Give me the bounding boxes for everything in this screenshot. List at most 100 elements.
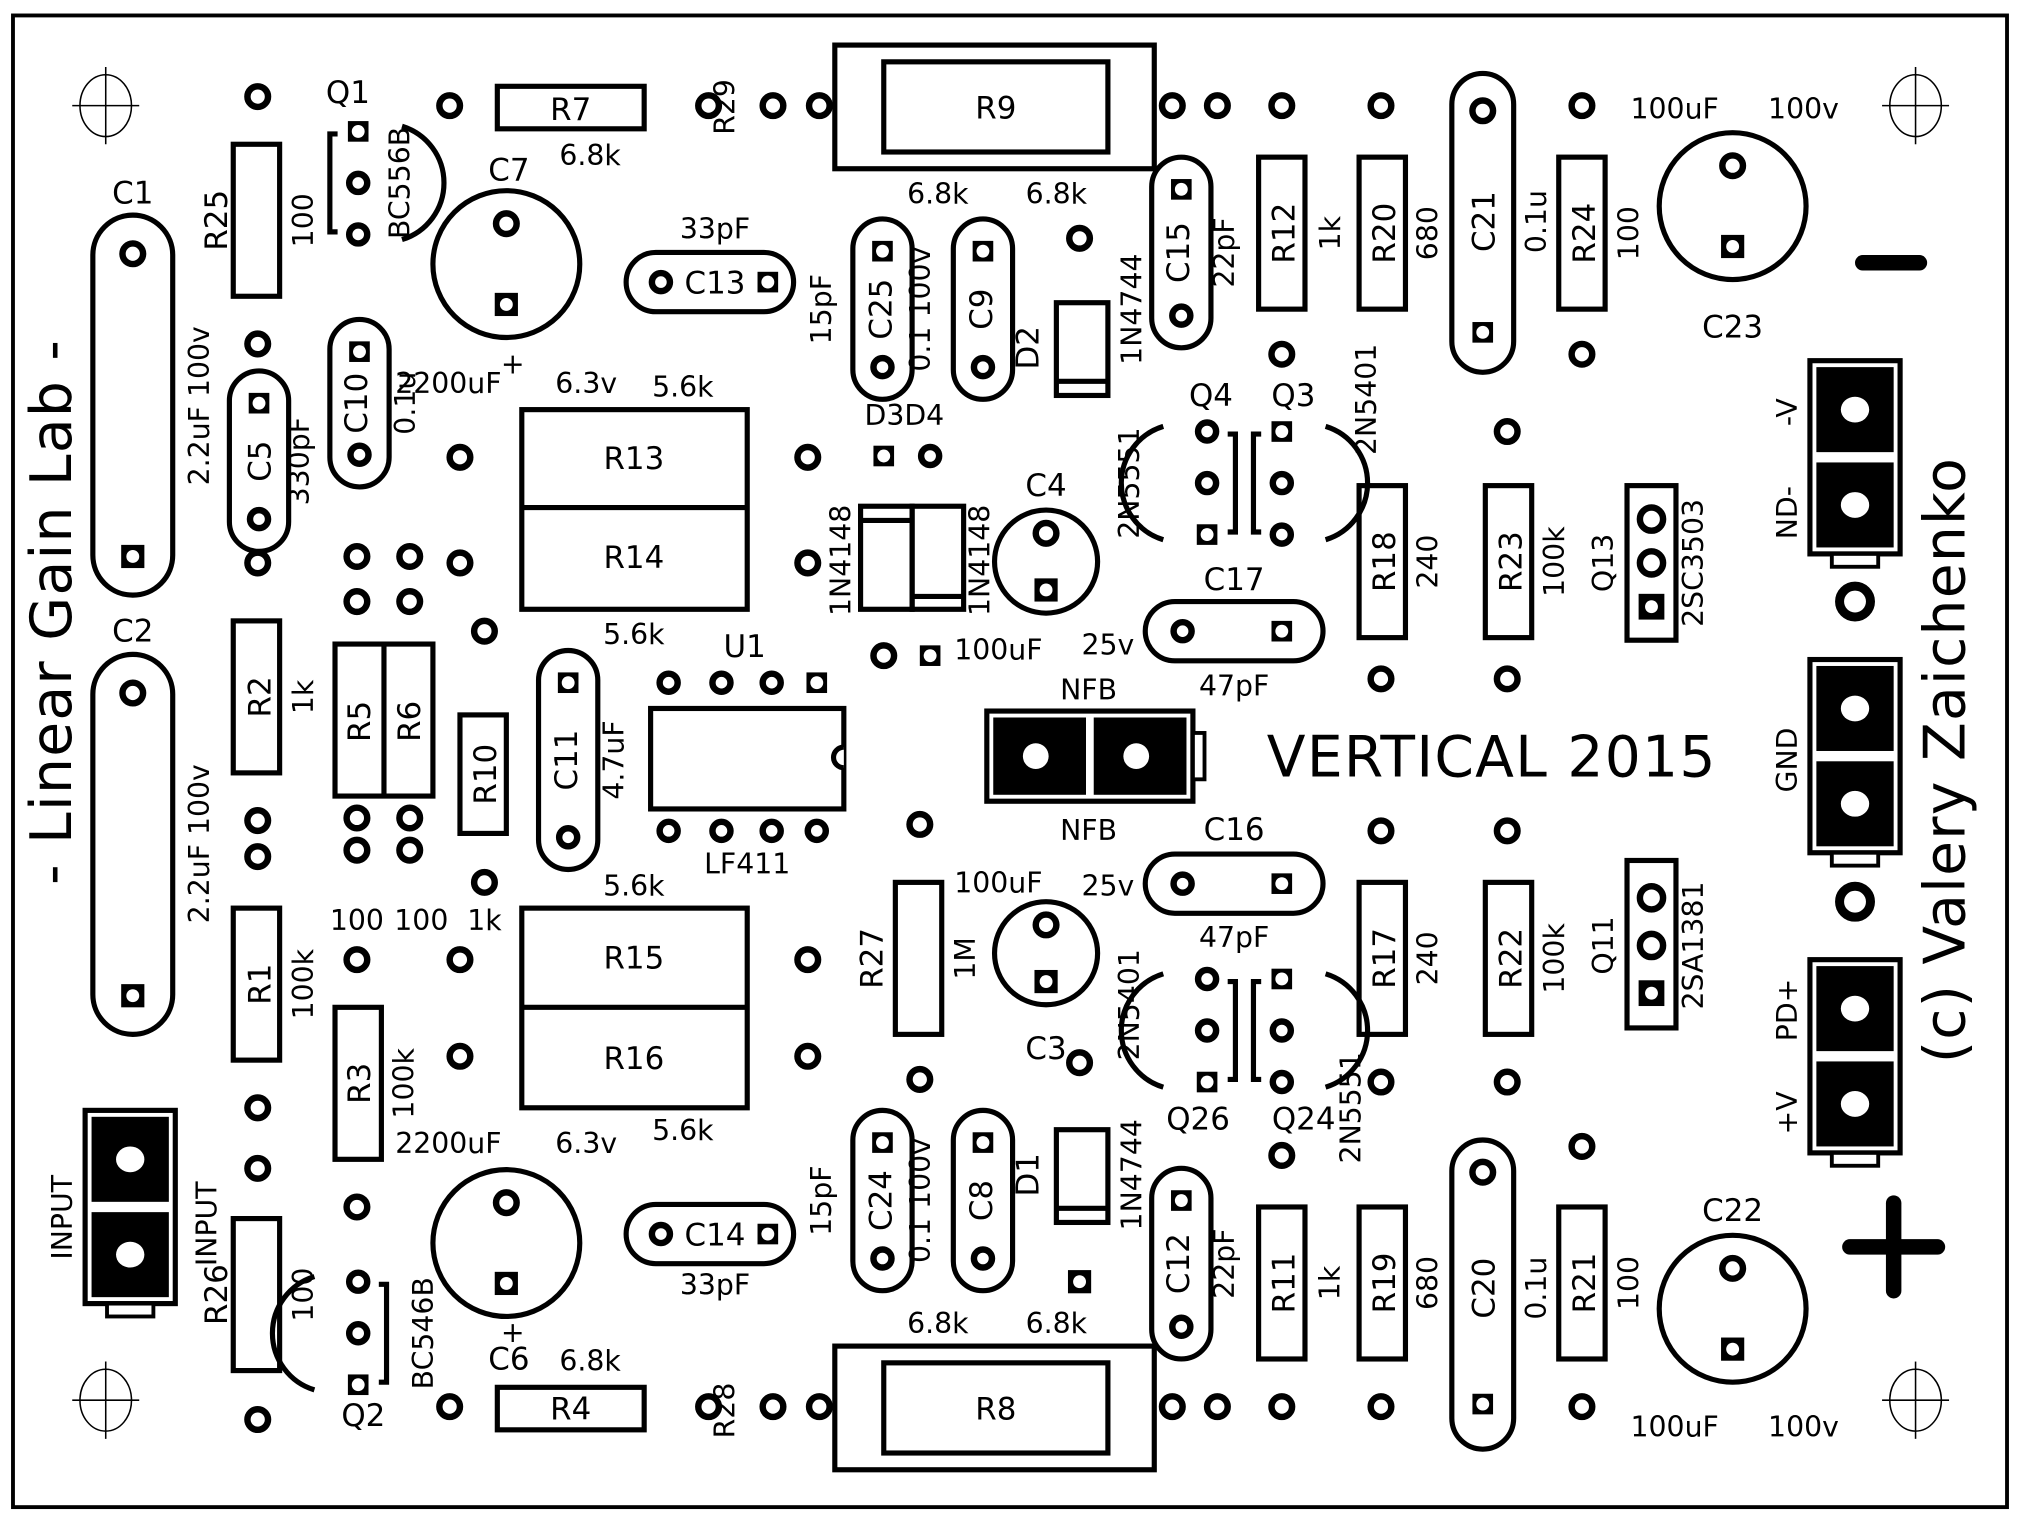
value-label: 5.6k	[652, 1114, 714, 1147]
ref-label: C8	[964, 1180, 1000, 1221]
value-label: 680	[1412, 1256, 1445, 1310]
pad-hole	[126, 550, 140, 563]
transistor-q13: Q13 2SC3503	[1587, 483, 1710, 643]
pin-label: +V	[1771, 1091, 1804, 1135]
ref-label: R5	[342, 701, 378, 742]
round-pad	[1493, 665, 1521, 693]
value-label: 1N4148	[963, 505, 996, 616]
transistor-flat	[1227, 431, 1238, 535]
resistor-body	[1256, 154, 1308, 312]
round-pad	[1194, 1018, 1220, 1043]
pad-hole	[761, 275, 775, 289]
pad-hole	[1039, 583, 1053, 597]
ref-label: R26	[199, 1264, 235, 1325]
resistor-inner	[881, 1360, 1111, 1456]
ref-label: R25	[199, 190, 235, 251]
ref-label: C20	[1466, 1258, 1502, 1319]
value-label: 5.6k	[603, 869, 665, 902]
ref-label: D2	[1010, 326, 1046, 369]
ref-label: R2	[243, 676, 279, 717]
value-label: 0.1 100v	[904, 1138, 937, 1263]
terminal-tab	[1829, 1150, 1881, 1168]
round-pad	[343, 836, 371, 864]
value-label: 2SC3503	[1677, 499, 1710, 627]
circle-outline	[1656, 1232, 1809, 1385]
round-pad	[345, 1320, 371, 1346]
value-label: 2.2uF 100v	[183, 326, 216, 485]
plus-sign-v	[1885, 1195, 1902, 1299]
round-pad	[1367, 1068, 1395, 1096]
resistor-r4: R46.8k	[494, 1345, 647, 1433]
round-pad	[1568, 1393, 1596, 1421]
ref-label: C3	[1025, 1031, 1066, 1067]
capacitor-c11: C11 4.7uF	[535, 647, 631, 873]
ref-label: R9	[975, 91, 1016, 127]
voltage-label: 100v	[1768, 1410, 1839, 1443]
ref-label: C15	[1161, 222, 1197, 283]
polarity-minus	[1855, 255, 1928, 271]
pad-hole	[923, 649, 937, 663]
capacitor-c12: C12 22pF	[1149, 1165, 1241, 1362]
round-pad	[794, 443, 822, 471]
round-pad	[1493, 1068, 1521, 1096]
ref-label: C14	[685, 1218, 746, 1254]
terminal-hole	[1840, 695, 1870, 722]
round-pad	[695, 92, 723, 120]
resistor-body	[230, 618, 283, 776]
circle-outline	[991, 899, 1101, 1008]
resistor-outer	[832, 1343, 1157, 1473]
ref-label: C16	[1204, 812, 1265, 848]
round-pad	[759, 818, 784, 844]
value-label: 0.1u	[1520, 1257, 1553, 1320]
capsule-outline	[90, 651, 176, 1037]
ref-label: C12	[1161, 1233, 1197, 1294]
round-pad	[1493, 417, 1521, 446]
pin1-notch	[831, 744, 845, 771]
resistor-outer	[832, 42, 1157, 172]
value-label: 33pF	[680, 212, 750, 245]
round-pad	[436, 92, 464, 120]
round-pad	[1032, 911, 1060, 939]
terminal-power-positive: PD++V	[1771, 957, 1903, 1168]
round-pad	[656, 818, 681, 844]
transistor-flat	[1227, 978, 1238, 1083]
round-pad	[1268, 92, 1296, 120]
round-pad	[1719, 1254, 1747, 1282]
transistor-flat	[1250, 978, 1262, 1083]
value-label: 2N5401	[1113, 949, 1146, 1060]
ref-label: Q13	[1587, 534, 1620, 592]
pad-hole	[1275, 877, 1289, 891]
value-label: 1k	[467, 904, 502, 937]
round-pad	[648, 1221, 674, 1247]
value-label: 22pF	[1208, 1228, 1241, 1298]
value-label: 100uF	[1631, 1410, 1719, 1443]
round-pad	[244, 1094, 272, 1122]
ref-label: C11	[549, 730, 585, 791]
value-label: 1M	[949, 937, 982, 979]
board-outline	[11, 13, 2009, 1510]
value-label: 330pF	[283, 417, 316, 505]
board-subtitle-text: VERTICAL 2015	[1267, 725, 1717, 791]
ref-label: Q24	[1272, 1102, 1336, 1138]
round-pad	[1194, 470, 1220, 496]
value-label: 2.2uF 100v	[183, 764, 216, 923]
value-label: 4.7uF	[598, 720, 631, 799]
round-pad	[446, 946, 474, 974]
round-pad	[1568, 340, 1596, 368]
round-pad	[396, 588, 424, 616]
round-pad	[1203, 92, 1231, 120]
diode-body	[1053, 300, 1111, 399]
capsule-outline	[1149, 1165, 1214, 1362]
